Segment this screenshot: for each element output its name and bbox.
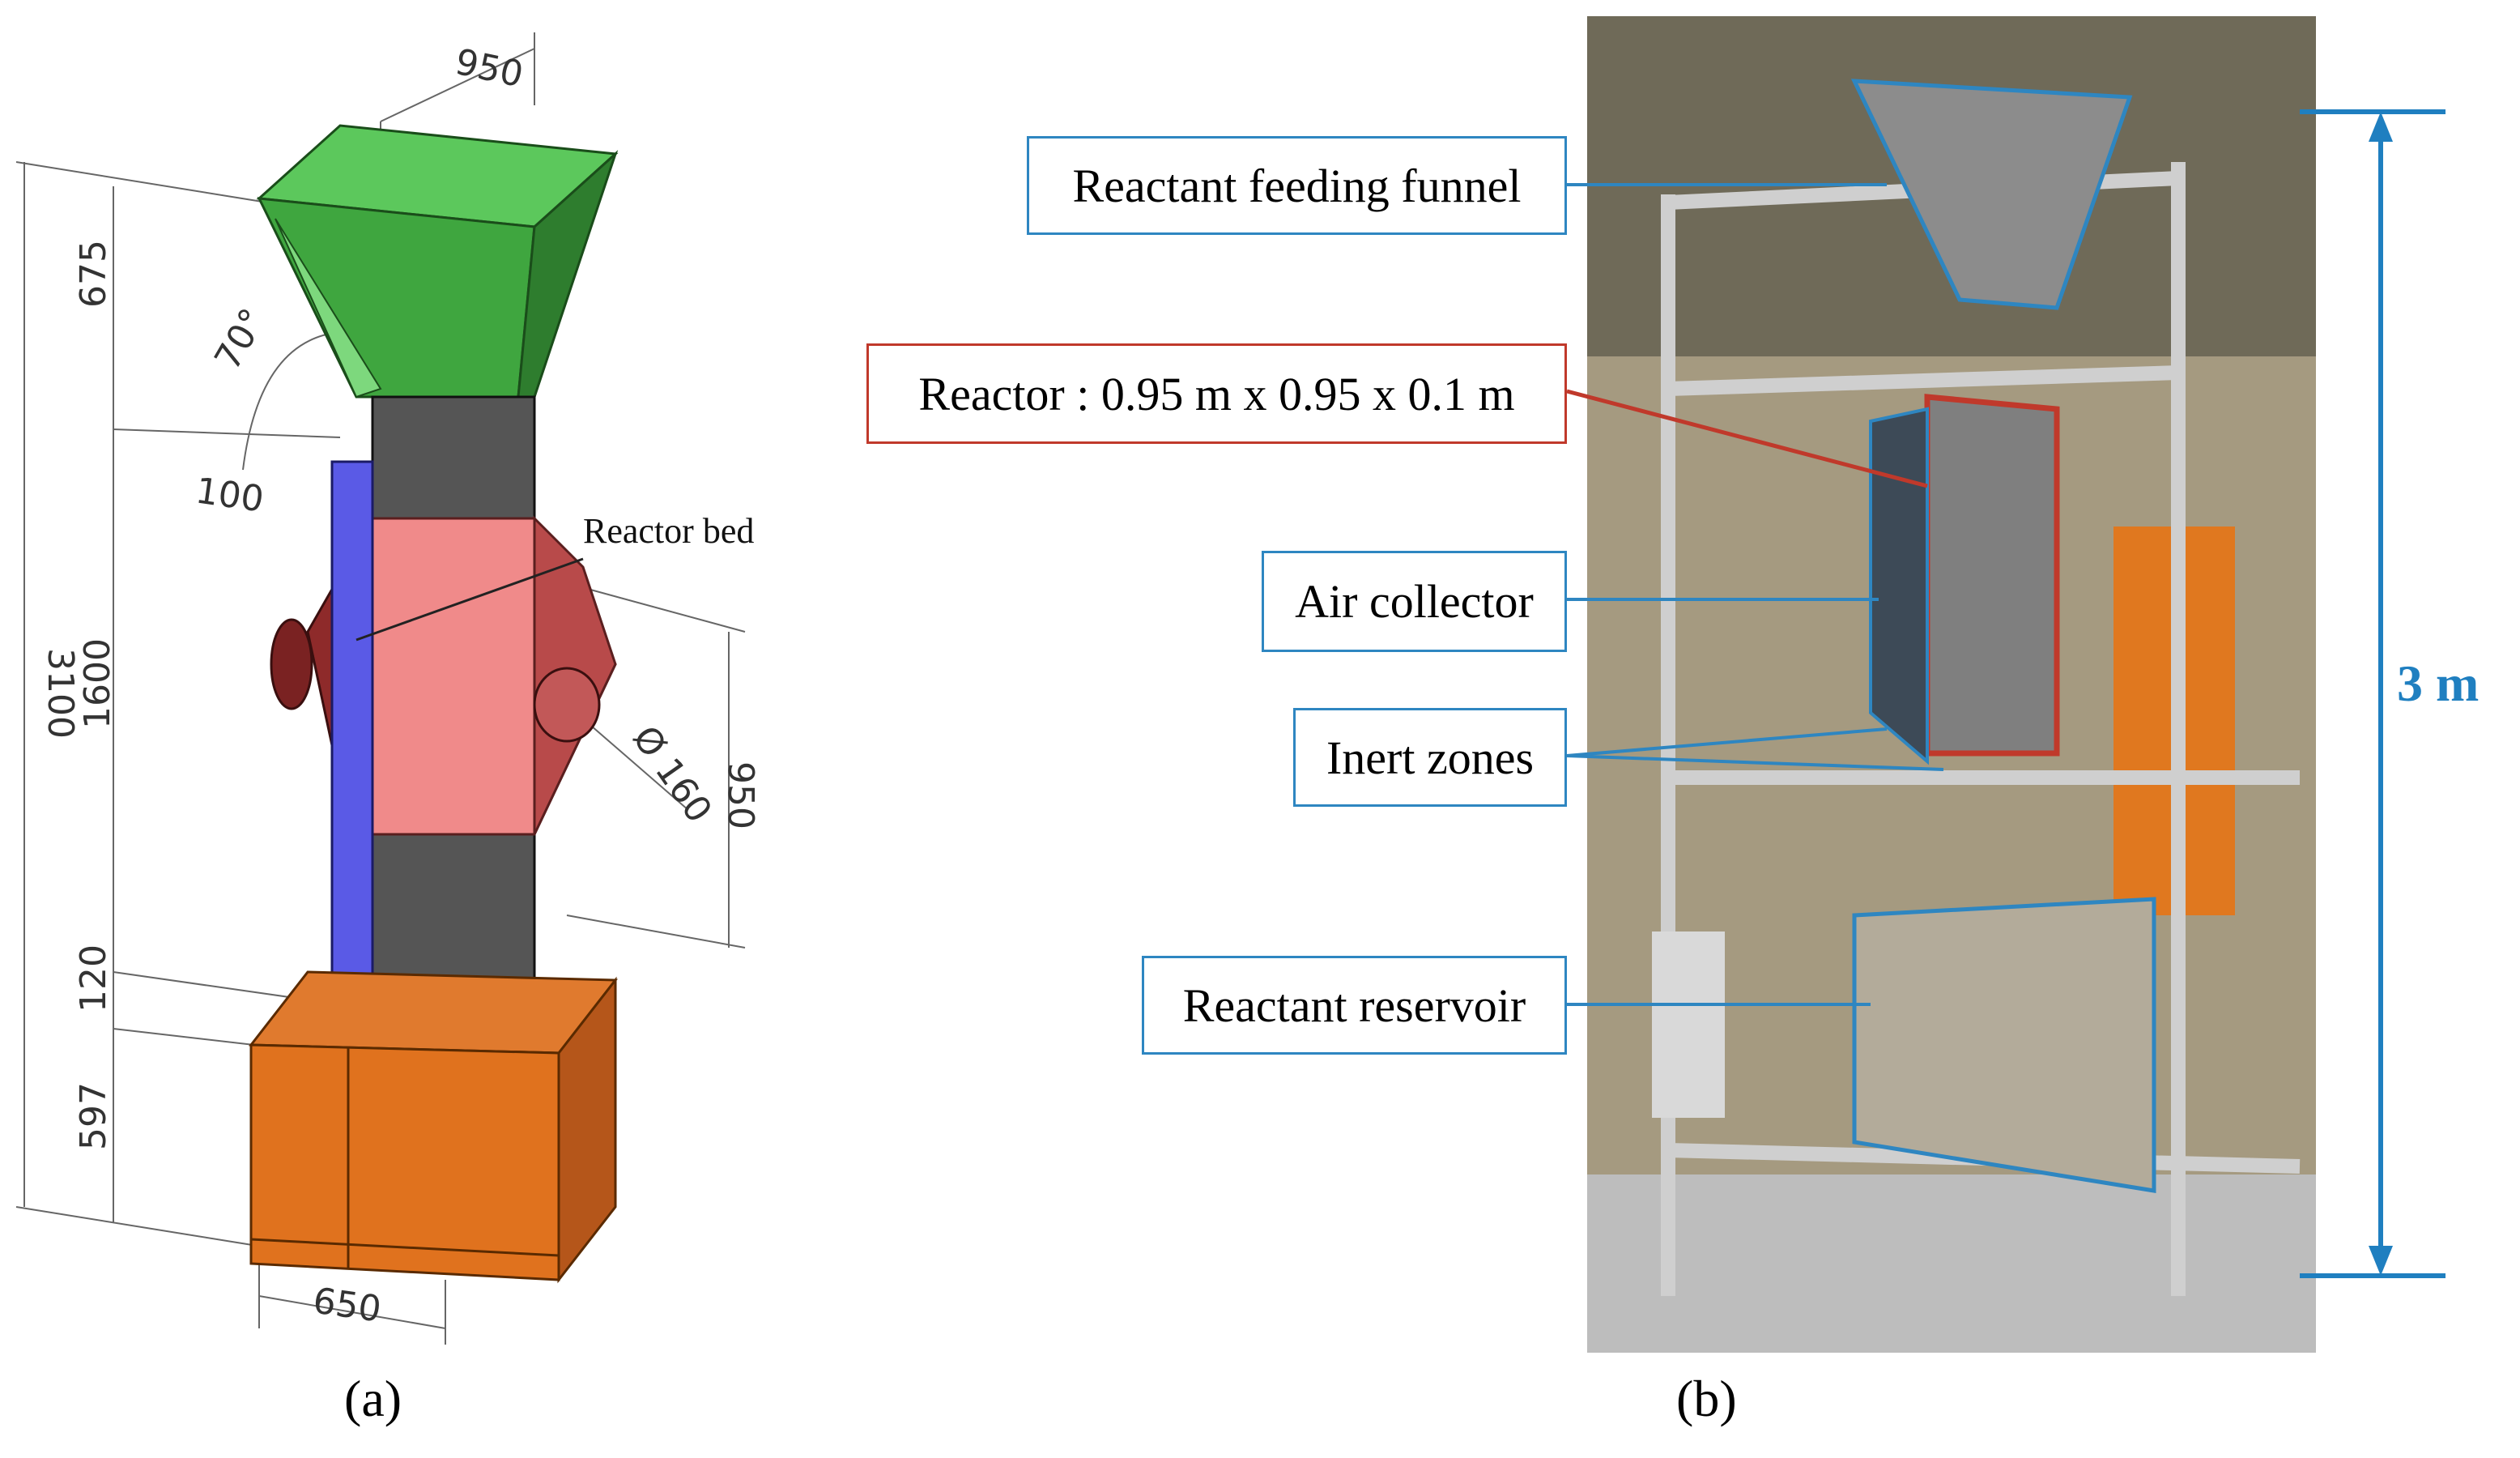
height-label: 3 m [2397,654,2479,712]
caption-a: (a) [344,1370,402,1427]
dim-650: 650 [310,1280,383,1330]
reservoir-box [248,970,619,1284]
reactor-bed-label: Reactor bed [583,511,754,551]
photo-panel: 3 m Reactant feeding funnel Reactor : 0.… [842,0,2520,1454]
reactor-body [270,395,617,1038]
dim-950-top: 950 [452,41,527,96]
feeding-funnel [256,124,619,399]
frame [1661,162,2301,1296]
dim-950-side: 950 [720,761,761,829]
dim-3100: 3100 [40,648,81,739]
callout-reactor: Reactor : 0.95 m x 0.95 x 0.1 m [866,343,1567,444]
callout-leaders [1566,183,1944,1006]
dim-675: 675 [73,240,114,308]
reactor-bed-leader [355,557,584,642]
reactor-leader [1566,389,1928,488]
callout-reservoir: Reactant reservoir [1142,956,1567,1055]
reservoir-outline [1852,897,2156,1193]
dim-120: 120 [73,944,114,1013]
funnel-outline [1850,79,2133,310]
callout-inert-zones: Inert zones [1293,708,1567,807]
height-arrow [2300,109,2446,1278]
dim-160-diameter: Ø 160 [624,718,720,830]
dimension-lines [15,32,746,1345]
cad-drawing-panel: Reactor bed 950 675 70° 100 3100 1600 Ø … [0,0,842,1454]
dim-597: 597 [73,1082,114,1150]
photo-graphic: 3 m [1566,16,2479,1353]
dim-70-degree: 70° [206,301,274,377]
dim-1600: 1600 [77,638,118,729]
cad-drawing: Reactor bed 950 675 70° 100 3100 1600 Ø … [15,32,761,1345]
reactor-outline [1924,394,2060,757]
caption-b: (b) [1676,1370,1737,1427]
dim-100: 100 [193,470,266,520]
callout-funnel: Reactant feeding funnel [1027,136,1567,235]
air-collector-outline [1869,407,1929,765]
callout-air-collector: Air collector [1262,551,1567,652]
